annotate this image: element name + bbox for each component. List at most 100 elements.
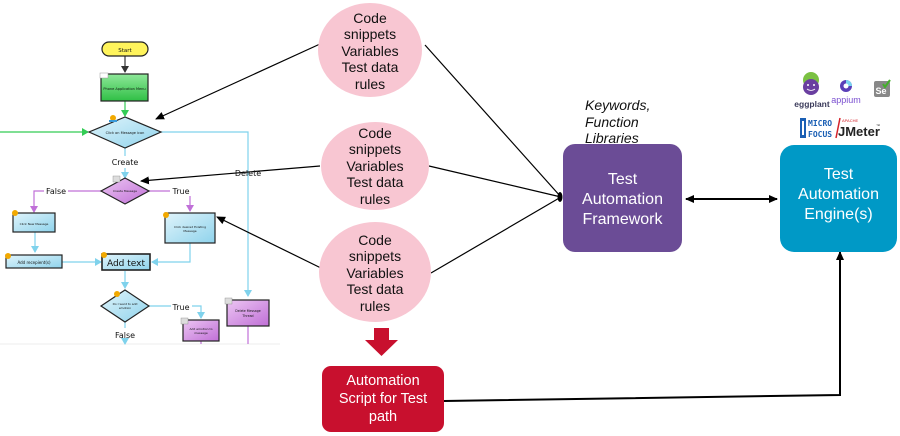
fc-existing-message-label: Click desired Existing [174,225,206,229]
engine-line: Engine(s) [804,205,873,223]
microfocus-text-top: MICRO [808,119,832,128]
input-1-line: Test data [341,59,399,76]
fc-create-message-label: Create Message [113,189,137,193]
fc-start-label: Start [118,48,132,54]
red-down-arrow-icon [365,328,398,356]
fc-false-bg [44,186,68,196]
connector-existing-to-text [151,243,191,266]
jmeter-text: JMeter [838,124,880,139]
fc-add-emotion-decision [99,289,151,323]
user-icon [110,115,116,121]
input-ellipse-3-label: Code snippets Variables Test data rules [319,228,431,318]
appium-logo: appium [831,80,861,105]
calculator-icon [112,175,121,183]
fc-new-message-node [12,212,56,233]
fc-add-emotion-label-2: message [194,331,208,335]
fc-add-emotion-label: Add emotion to [189,327,212,331]
tool-logos: eggplant appium Se MICRO FOCUS APACHE JM… [794,72,891,139]
connector-delete-branch [161,131,252,297]
fc-add-recipients-node [5,254,63,269]
framework-line: Framework [582,211,663,228]
keywords-line: Keywords, [585,97,651,113]
input-3-line: Code [358,231,392,248]
microfocus-logo: MICRO FOCUS [800,118,832,139]
fc-true-bg [170,186,192,196]
fc-phone-menu-node [100,73,149,102]
fc-start-node [101,41,149,57]
framework-box [563,144,682,252]
jmeter-logo: APACHE JMeter ™ [835,117,880,139]
fc-false-label-1: False [46,187,66,196]
input-ellipse-2-label: Code snippets Variables Test data rules [321,122,429,210]
microfocus-text-bottom: FOCUS [808,130,832,139]
line-input2-to-framework [428,165,562,198]
fc-delete-thread-label: Delete Message [235,309,260,313]
user-icon [12,210,18,216]
fc-true-label-1: True [172,187,190,196]
calculator-icon [224,297,233,305]
fc-phone-menu-label: Phone Application Menu [103,87,145,91]
fc-add-text-label: Add text [107,259,146,269]
input-1-line: Variables [341,42,399,59]
input-2-line: rules [359,190,391,207]
input-2-line: snippets [348,141,402,158]
converge-point [557,192,563,202]
engine-line: Test [823,165,854,183]
framework-line: Test [607,171,638,188]
input-ellipse-3 [319,222,431,322]
script-line: Script for Test [338,391,428,407]
script-line: path [368,409,398,425]
fc-true-label-2: True [172,303,190,312]
fc-add-emotion-question-label: Do I want to add [113,302,138,306]
input-1-line: snippets [343,26,397,43]
jmeter-feather-icon [835,117,841,139]
connector-question-true-b [192,305,205,319]
input-3-line: rules [359,297,391,314]
jmeter-tm: ™ [876,123,880,128]
fc-message-icon-decision [87,116,163,149]
input-2-line: Test data [346,174,404,191]
eggplant-text: eggplant [794,99,830,109]
fc-note-icon [99,72,109,79]
user-icon [163,212,169,218]
line-input3-to-framework [430,196,562,274]
engine-label: Test Automation Engine(s) [780,145,897,252]
fc-add-emotion-node [182,319,220,342]
flowchart-panel: Start Phone Application Menu Click on Me… [0,41,280,345]
calculator-icon [180,317,189,325]
fc-message-icon-label: Click on Message icon [106,131,145,135]
fc-delete-label: Delete [235,169,261,178]
user-icon [5,253,11,259]
jmeter-apache-text: APACHE [842,118,858,123]
automation-script-box [322,366,444,432]
keywords-label: Keywords, Function Libraries [585,97,650,147]
eggplant-body [803,79,819,95]
user-icon-base [109,120,117,122]
input-1-line: rules [354,75,386,92]
selenium-logo: Se [874,79,891,97]
input-ellipse-1-label: Code snippets Variables Test data rules [318,6,422,96]
fc-add-emotion-question-label-2: emotion [119,306,131,310]
input-2-line: Variables [346,157,404,174]
selenium-check-icon [882,79,891,89]
framework-label: Test Automation Framework [563,144,682,252]
arrow-script-to-engine [443,251,844,402]
input-3-line: Test data [346,281,404,298]
automation-script-label: Automation Script for Test path [322,366,444,432]
framework-line: Automation [582,191,663,208]
keywords-line: Function [585,113,639,130]
input-3-line: snippets [348,248,402,265]
keywords-line: Libraries [585,130,639,146]
fc-false-label-2: False [115,331,135,340]
fc-create-message-decision [99,177,151,205]
fc-existing-message-node [164,212,216,244]
engine-line: Automation [798,185,879,203]
user-icon [114,291,120,297]
input-2-line: Code [358,124,392,141]
engine-box [780,145,897,252]
input-3-line: Variables [346,264,404,281]
eggplant-logo: eggplant [794,72,830,109]
fc-new-message-label: Click New Message [20,222,49,226]
input-ellipse-2 [321,122,429,210]
